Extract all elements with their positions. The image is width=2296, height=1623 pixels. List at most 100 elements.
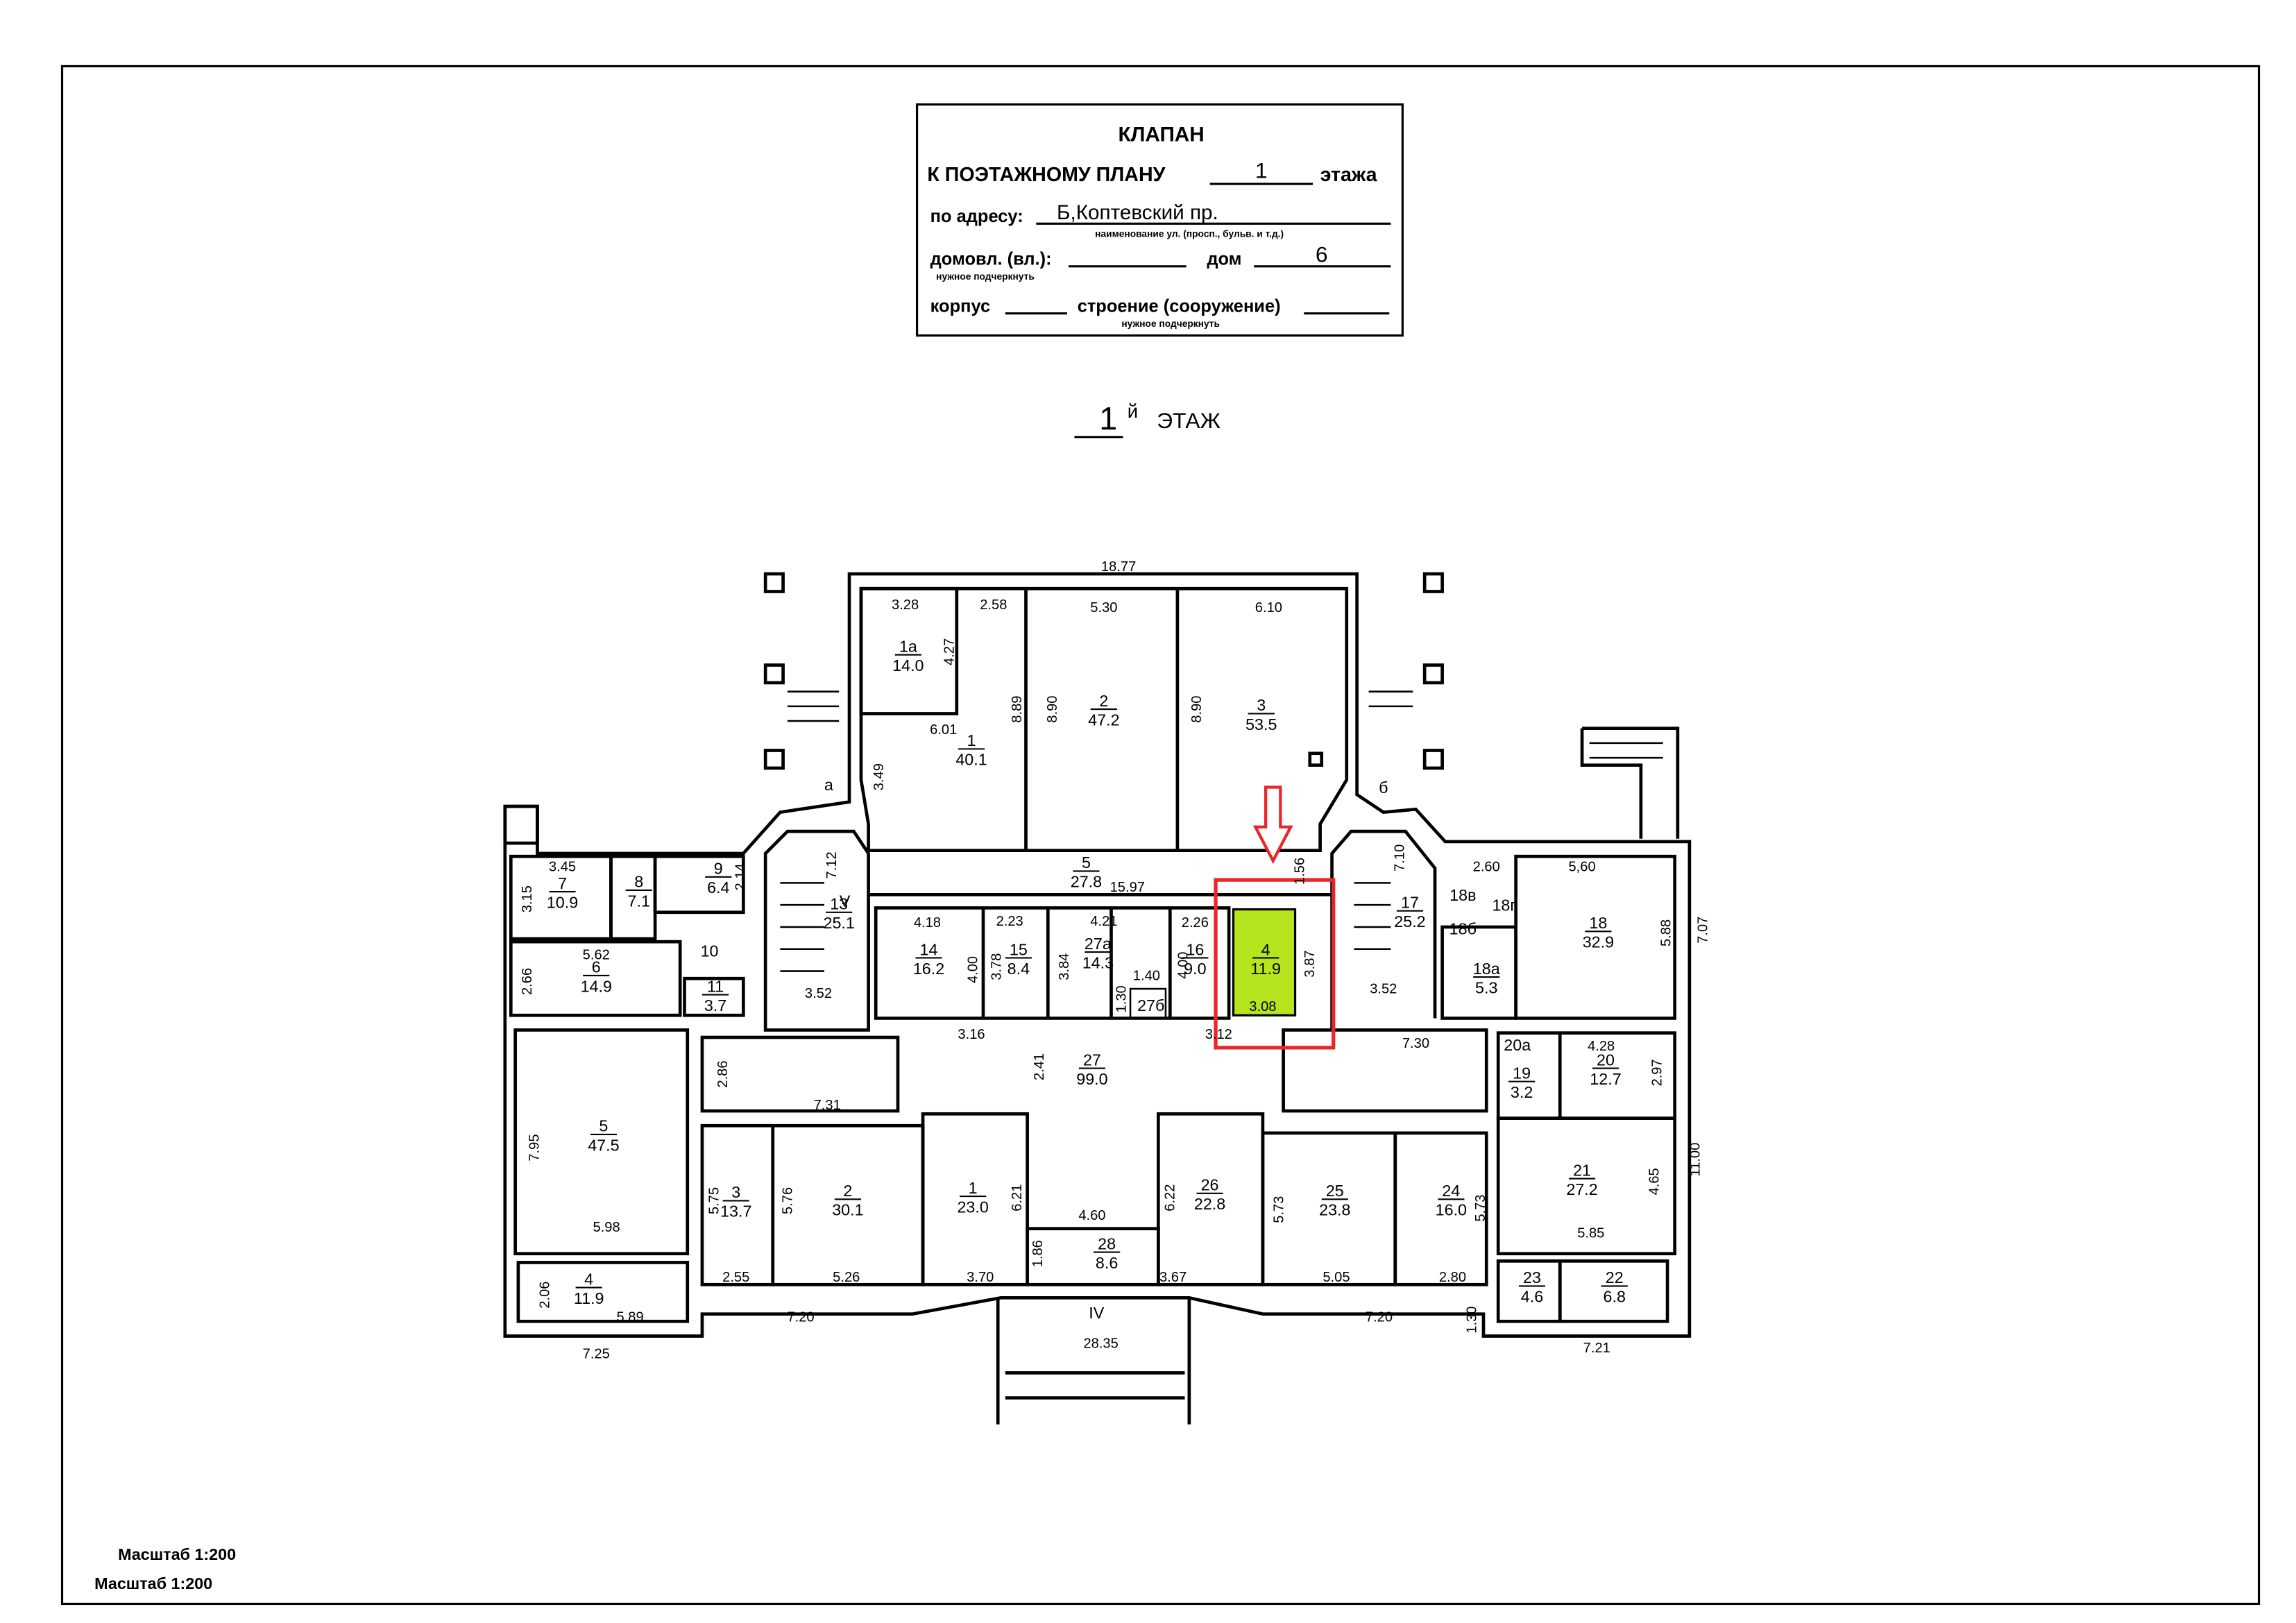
dimension-label: 2.80: [1439, 1270, 1466, 1285]
dimension-label: 4.21: [1090, 914, 1117, 929]
dimension-label-vertical: 5.76: [780, 1187, 795, 1214]
room-label: 169.0: [1182, 940, 1209, 978]
room-area: 10.9: [547, 893, 578, 911]
dimension-label-vertical: 3.84: [1057, 953, 1072, 980]
room-number: 21: [1573, 1161, 1591, 1179]
room-number: 1: [967, 731, 976, 749]
room-number: 9: [714, 860, 723, 878]
room-area: 3.2: [1511, 1083, 1533, 1101]
room-area: 8.4: [1007, 960, 1030, 978]
dimension-label: 7.25: [583, 1346, 610, 1361]
dimension-label-vertical: 2.97: [1650, 1059, 1665, 1086]
room-letter-label: 20а: [1504, 1036, 1531, 1054]
room-number: 6: [592, 958, 601, 976]
dimension-label-vertical: 2.41: [1032, 1053, 1047, 1080]
room-number: 3: [1257, 696, 1266, 714]
address-value: Б,Коптевский пр.: [1057, 201, 1218, 224]
room-area: 22.8: [1194, 1195, 1225, 1213]
room-area: 99.0: [1076, 1070, 1107, 1088]
dimension-label-vertical: 5.88: [1658, 919, 1674, 946]
floor-heading: 1 й ЭТАЖ: [1074, 400, 1221, 439]
dimension-label-vertical: 3.78: [989, 953, 1004, 980]
room-area: 47.2: [1088, 711, 1119, 729]
room-area: 32.9: [1583, 933, 1614, 951]
room-number: 8: [634, 873, 643, 891]
room-area: 6.8: [1604, 1288, 1626, 1306]
highlighted-room-4[interactable]: [1232, 908, 1297, 1017]
dimension-label: 3.52: [805, 986, 832, 1001]
room-number: 2: [1099, 692, 1108, 710]
room-number: 11: [707, 977, 724, 995]
room-number: 1: [969, 1179, 978, 1197]
plan-label: К ПОЭТАЖНОМУ ПЛАНУ: [927, 164, 1166, 186]
room-number: 23: [1523, 1268, 1541, 1286]
floor-number: 1: [1099, 400, 1117, 436]
room-number: 13: [830, 895, 848, 913]
room-number: 22: [1606, 1268, 1624, 1286]
address-hint: наименование ул. (просп., бульв. и т.д.): [1095, 228, 1284, 239]
dimension-label-vertical: 1.30: [1114, 985, 1130, 1012]
dimension-label: 1.40: [1133, 968, 1160, 983]
title-block: КЛАПАН К ПОЭТАЖНОМУ ПЛАНУ 1 этажа по адр…: [915, 103, 1404, 337]
room-number: 20: [1597, 1051, 1615, 1069]
room-area: 23.0: [957, 1198, 988, 1216]
dimension-label-vertical: 7.95: [527, 1134, 543, 1161]
dimension-label-vertical: 3.87: [1302, 950, 1318, 977]
room-letter-label: 27б: [1137, 996, 1164, 1014]
dimension-label-vertical: 5.75: [706, 1187, 722, 1214]
floor-label: ЭТАЖ: [1157, 408, 1221, 433]
room-letter-label: 10: [701, 942, 719, 960]
dimension-label-vertical: 6.22: [1163, 1184, 1178, 1212]
room-area: 16.2: [913, 960, 944, 978]
dimension-label: 2.60: [1473, 859, 1500, 874]
dimension-label-vertical: 4.00: [966, 956, 981, 983]
dimension-label: 5.62: [583, 948, 610, 963]
house-label: дом: [1207, 250, 1241, 269]
room-area: 4.6: [1521, 1288, 1543, 1306]
room-area: 47.5: [588, 1136, 619, 1154]
room-number: 24: [1442, 1182, 1460, 1200]
room-area: 23.8: [1319, 1201, 1350, 1219]
room-label: 547.5: [588, 1117, 619, 1155]
address-label: по адресу:: [930, 207, 1023, 226]
dimension-label: 7.31: [814, 1098, 841, 1113]
room-number: 2: [843, 1182, 852, 1200]
room-label: 226.8: [1601, 1268, 1628, 1306]
dimension-label: 5.05: [1323, 1270, 1350, 1285]
room-area: 14.9: [581, 977, 612, 995]
house-value: 6: [1316, 241, 1328, 266]
dimension-label-vertical: 2.86: [715, 1060, 731, 1087]
dimension-label-vertical: 4.27: [942, 638, 958, 665]
floor-value: 1: [1255, 158, 1268, 183]
arrow-down-icon: [1252, 785, 1293, 865]
floor-suffix-sup: й: [1128, 400, 1138, 422]
dimension-label-vertical: 3.49: [871, 763, 887, 790]
room-label: 313.7: [720, 1183, 751, 1221]
dimension-label: 5,60: [1568, 859, 1595, 874]
dimension-label: 28.35: [1083, 1336, 1118, 1351]
dimension-label: 6.01: [930, 722, 957, 738]
domovl-label: домовл. (вл.):: [930, 250, 1052, 269]
dimension-label: 4.28: [1588, 1039, 1615, 1054]
dimension-label: 3.16: [958, 1027, 985, 1042]
dimension-label-vertical: 7.10: [1392, 844, 1407, 872]
room-number: 3: [731, 1183, 740, 1201]
building-walls: [503, 572, 1692, 1425]
room-number: 5: [599, 1117, 608, 1135]
room-label: 247.2: [1088, 692, 1119, 729]
dimension-label: 5.89: [616, 1309, 643, 1325]
dimension-label-vertical: 7.12: [824, 851, 840, 878]
dimension-label-vertical: 2.14: [733, 863, 748, 890]
room-number: 27а: [1085, 935, 1112, 953]
room-area: 27.2: [1566, 1180, 1597, 1198]
room-area: 25.1: [823, 914, 854, 932]
room-number: 16: [1186, 940, 1204, 958]
